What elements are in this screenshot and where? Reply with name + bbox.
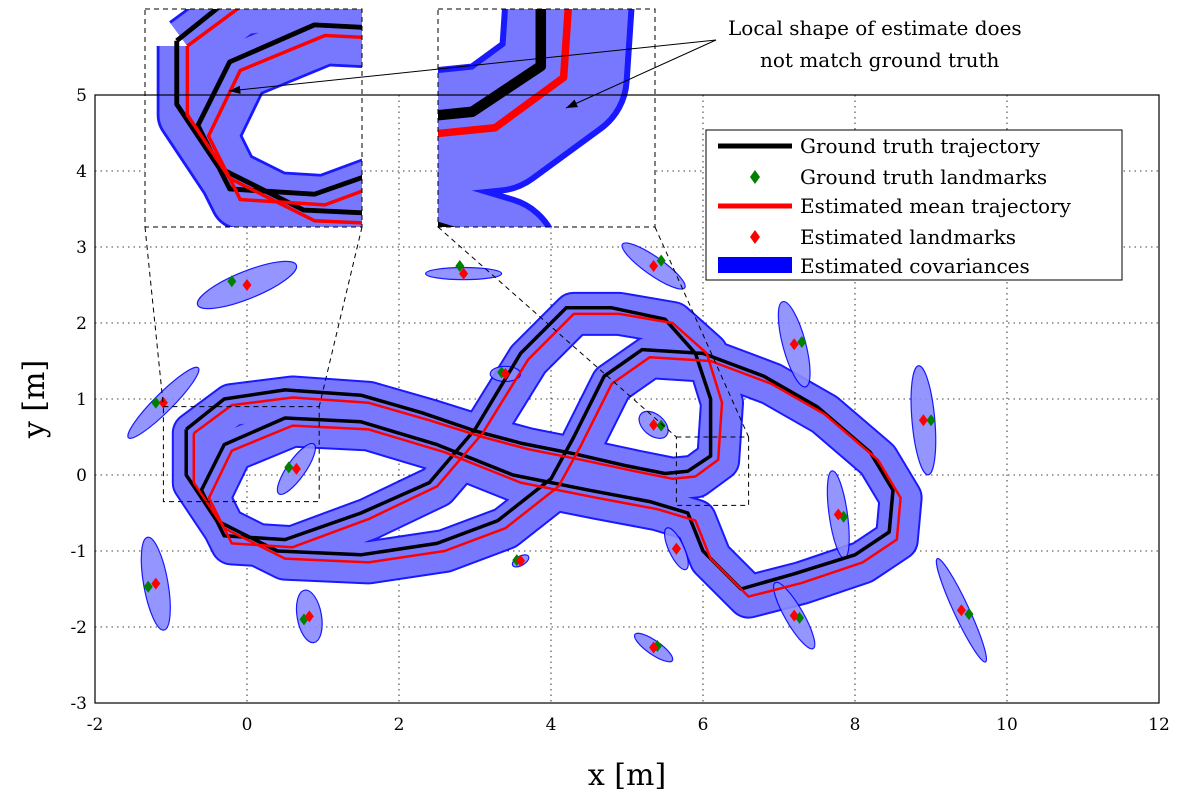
annotation-line-1: Local shape of estimate does — [728, 16, 1022, 40]
zoom-connector-line — [318, 226, 363, 407]
legend-label: Ground truth landmarks — [800, 165, 1047, 189]
x-tick-label: 12 — [1148, 715, 1170, 735]
estimated-landmark-marker — [918, 414, 928, 427]
x-tick-label: 4 — [546, 715, 557, 735]
inset-frame — [437, 8, 656, 228]
estimated-landmark-marker — [158, 396, 168, 409]
legend-item-ground-truth-trajectory: Ground truth trajectory — [718, 134, 1041, 158]
ground-truth-landmark-marker — [926, 414, 936, 427]
ground-truth-landmark-marker — [143, 580, 153, 593]
zoom-connector-line — [437, 226, 677, 438]
x-tick-label: 0 — [242, 715, 253, 735]
estimated-landmark-marker — [789, 609, 799, 622]
y-tick-label: 4 — [76, 162, 87, 182]
legend-label: Ground truth trajectory — [800, 134, 1041, 158]
y-tick-label: -2 — [70, 618, 87, 638]
y-tick-label: 2 — [76, 314, 87, 334]
axes — [94, 94, 1160, 704]
insets — [144, 8, 656, 228]
legend-item-ground-truth-landmarks: Ground truth landmarks — [750, 165, 1047, 189]
inset-view — [438, 9, 635, 227]
y-tick-label: -1 — [70, 542, 87, 562]
x-tick-label: 6 — [698, 715, 709, 735]
ground-truth-landmark-marker — [284, 461, 294, 474]
ground-truth-trajectory-line — [184, 306, 895, 591]
ground-truth-landmark-marker — [151, 396, 161, 409]
legend-item-estimated-covariances: Estimated covariances — [718, 254, 1030, 278]
legend-label: Estimated covariances — [800, 254, 1030, 278]
estimated-landmark-marker — [833, 508, 843, 521]
ground-truth-landmark-marker — [797, 336, 807, 348]
x-tick-label: -2 — [87, 715, 104, 735]
y-tick-label: 3 — [76, 238, 87, 258]
estimated-landmark-marker — [671, 542, 681, 555]
legend-swatch-cov-patch — [718, 257, 792, 273]
x-tick-labels: -2 0 2 4 6 8 10 12 — [87, 715, 1170, 735]
trajectories — [184, 306, 902, 598]
estimated-landmark-marker — [649, 641, 659, 654]
legend-item-estimated-mean-trajectory: Estimated mean trajectory — [718, 194, 1072, 218]
annotation-arrow-shaft — [565, 39, 717, 109]
estimated-landmark-marker — [516, 554, 526, 567]
x-tick-label: 10 — [996, 715, 1018, 735]
x-axis-label: x [m] — [588, 758, 666, 793]
legend-swatch-gt-marker — [750, 170, 760, 184]
ground-truth-landmark-marker — [964, 608, 974, 621]
annotation-line-2: not match ground truth — [760, 48, 1000, 72]
x-tick-label: 8 — [850, 715, 861, 735]
annotation-arrow-head — [229, 85, 241, 94]
zoom-boxes — [144, 226, 750, 506]
estimated-landmark-marker — [304, 610, 314, 623]
estimated-landmark-marker — [956, 604, 966, 617]
zoom-connector-line — [144, 226, 164, 407]
estimated-landmark-marker — [291, 462, 301, 475]
y-axis-label: y [m] — [17, 360, 52, 439]
landmark-markers — [143, 254, 974, 654]
estimated-landmark-marker — [789, 338, 799, 351]
estimated-landmark-marker — [459, 267, 469, 280]
ground-truth-landmark-marker — [455, 260, 465, 272]
y-tick-labels: -3 -2 -1 0 1 2 3 4 5 — [70, 86, 87, 714]
y-tick-label: 0 — [76, 466, 87, 486]
annotation-arrows — [228, 39, 717, 109]
plot-area — [127, 242, 988, 663]
y-tick-label: -3 — [70, 694, 87, 714]
inset-view — [145, 9, 362, 227]
estimated-landmark-marker — [242, 279, 252, 291]
legend-swatch-est-marker — [750, 230, 760, 244]
x-tick-label: 2 — [394, 715, 405, 735]
legend: Ground truth trajectory Ground truth lan… — [705, 129, 1123, 281]
y-tick-label: 5 — [76, 86, 87, 106]
legend-item-estimated-landmarks: Estimated landmarks — [750, 225, 1016, 249]
ground-truth-landmark-marker — [656, 254, 666, 267]
axes-frame — [94, 94, 1160, 704]
legend-label: Estimated landmarks — [800, 225, 1016, 249]
legend-label: Estimated mean trajectory — [800, 194, 1072, 218]
estimated-mean-trajectory-line — [192, 312, 902, 598]
ground-truth-landmark-marker — [227, 275, 237, 288]
zoom-region-box — [675, 436, 750, 506]
zoom-connector-line — [654, 226, 750, 438]
estimated-landmark-marker — [649, 418, 659, 431]
annotation-arrow-head — [566, 99, 578, 108]
estimated-landmark-marker — [500, 367, 510, 380]
estimated-landmark-marker — [649, 260, 659, 272]
y-tick-label: 1 — [76, 390, 87, 410]
ground-truth-landmark-marker — [656, 419, 666, 432]
zoom-region-box — [162, 406, 320, 503]
inset-frame — [144, 8, 363, 228]
annotation-arrow-shaft — [228, 39, 717, 92]
estimated-landmark-marker — [151, 577, 161, 590]
